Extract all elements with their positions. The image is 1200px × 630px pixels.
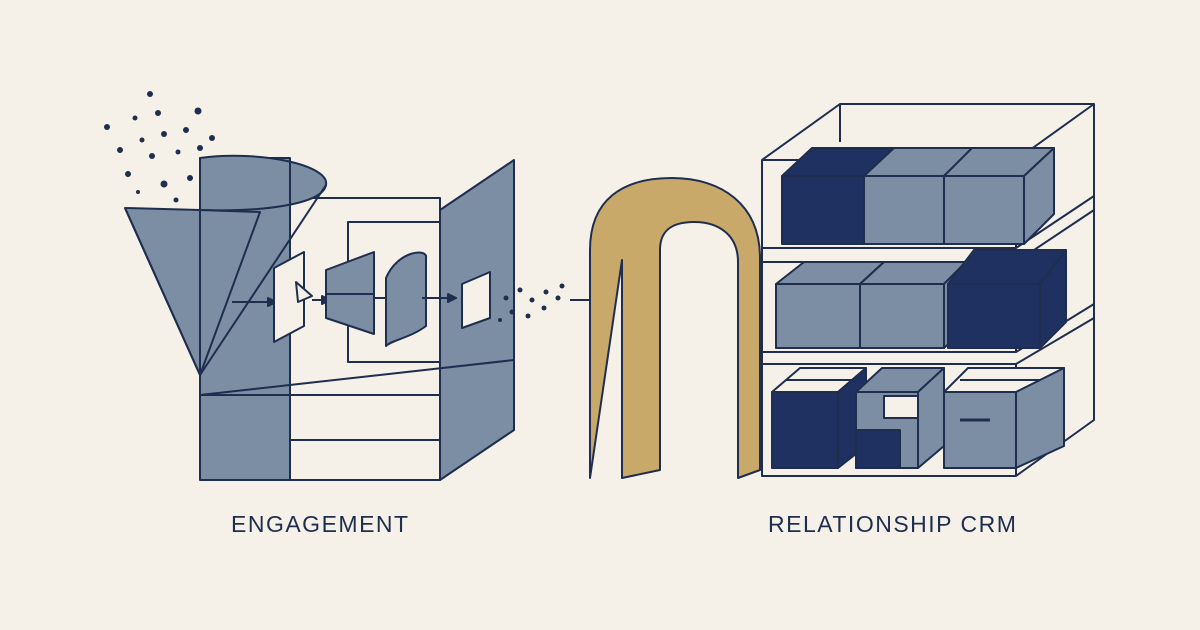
crm-row-3 [771,367,1065,469]
incoming-dots [104,91,215,219]
crm-shelf [761,103,1095,477]
crm-row-1 [781,147,1055,245]
relationship-crm-label: RELATIONSHIP CRM [768,511,1018,537]
funnel-icon [124,154,328,376]
stage-dome [385,251,427,347]
bridge-arch [589,177,761,479]
crm-row-2 [775,249,1067,349]
engagement-label: ENGAGEMENT [231,511,410,537]
processing-stages [232,251,491,347]
stage-card-2 [461,271,491,329]
flow-dots [498,283,565,322]
stage-card-1 [273,251,305,343]
